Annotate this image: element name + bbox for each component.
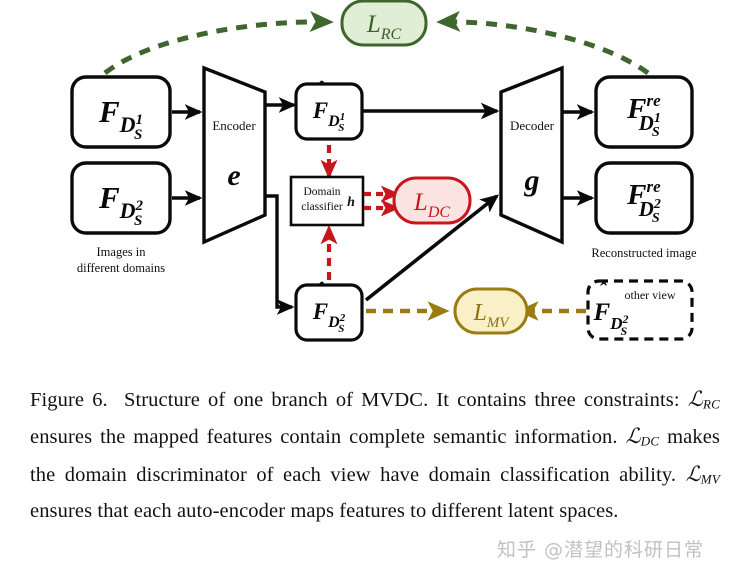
loss-dc-label: LDC [413, 189, 450, 221]
caption-text-3: makes the domain discriminator of each v… [30, 426, 720, 486]
domain-classifier-symbol: h [347, 195, 355, 210]
loss-node-rc: LRC [340, 0, 428, 47]
caption-symbol-dc: ℒDC [625, 424, 660, 449]
input-caption-line-1: Images in [97, 245, 147, 259]
encoder-block: Encoder e [202, 65, 267, 245]
arrow-encoder-to-feat2 [265, 194, 295, 315]
encoder-symbol: e [227, 159, 240, 192]
decoder-symbol: g [524, 164, 540, 197]
caption-figure-number: Figure 6. [30, 389, 108, 411]
other-view-superscript-text: other view [625, 288, 676, 302]
caption-symbol-rc: ℒRC [687, 387, 720, 412]
domain-classifier-box: Domain classifier h [289, 175, 365, 227]
encoder-title: Encoder [212, 118, 256, 133]
figure-caption: Figure 6. Structure of one branch of MVD… [30, 383, 720, 528]
rc-loss-arrow-left [103, 10, 334, 75]
caption-text-2: ensures the mapped features contain comp… [30, 426, 618, 449]
arrow-feat2-to-decoder [364, 194, 500, 302]
decoder-title: Decoder [510, 118, 555, 133]
domain-classifier-line-1: Domain [303, 186, 340, 198]
loss-mv-label: LMV [472, 300, 510, 331]
input-caption-line-2: different domains [77, 261, 165, 275]
caption-symbol-mv: ℒMV [685, 461, 720, 486]
caption-text-1: Structure of one branch of MVDC. It cont… [123, 389, 680, 411]
domain-classifier-line-2: classifier [301, 201, 343, 213]
rc-loss-arrow-right [436, 10, 650, 76]
zhihu-watermark: 知乎 @潜望的科研日常 [497, 539, 705, 561]
reconstructed-caption: Reconstructed image [591, 246, 697, 260]
loss-rc-label: LRC [366, 11, 402, 43]
caption-text-4: ensures that each auto-encoder maps feat… [30, 499, 619, 522]
figure-caption-block: Figure 6. Structure of one branch of MVD… [30, 383, 720, 528]
loss-node-mv: LMV [453, 287, 529, 335]
decoder-block: Decoder g [499, 65, 564, 245]
loss-node-dc: LDC [392, 176, 472, 225]
